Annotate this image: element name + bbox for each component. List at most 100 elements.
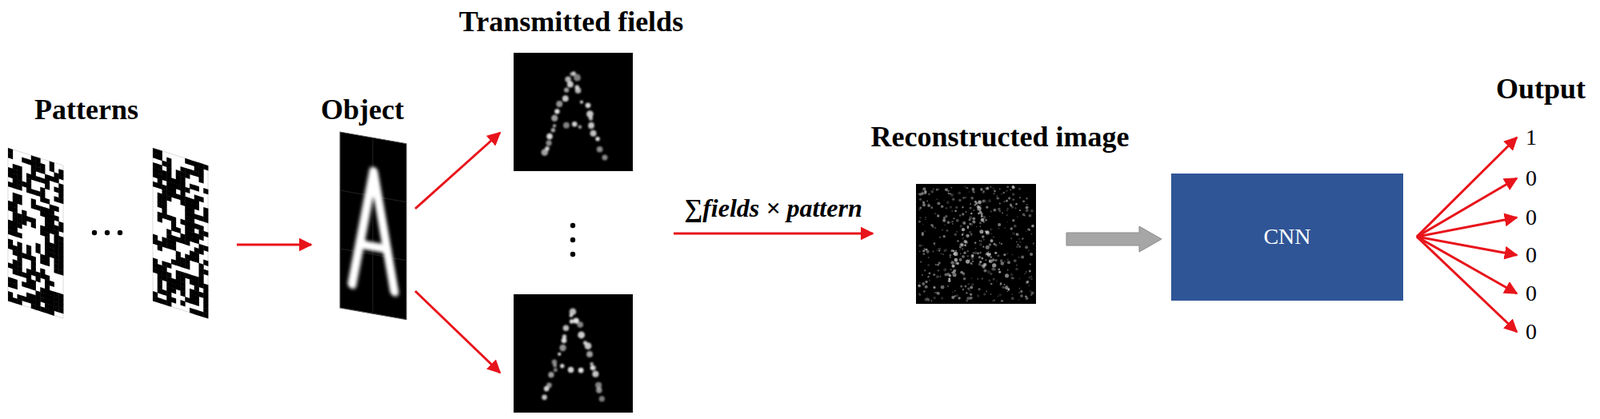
pattern-cell xyxy=(31,222,36,229)
speckle xyxy=(1021,237,1024,240)
speckle xyxy=(564,87,569,92)
speckle xyxy=(1012,185,1015,188)
pattern-cell xyxy=(54,268,60,275)
speckle xyxy=(974,204,976,206)
speckle xyxy=(980,216,983,218)
speckle xyxy=(990,283,993,286)
speckle xyxy=(999,293,1003,297)
speckle xyxy=(1032,242,1035,244)
speckle xyxy=(925,248,928,252)
speckle xyxy=(943,235,946,238)
speckle xyxy=(578,368,584,374)
speckle xyxy=(933,242,936,245)
speckle xyxy=(966,296,970,300)
pattern-cell xyxy=(189,236,195,243)
speckle xyxy=(984,259,987,261)
speckle xyxy=(969,207,972,210)
pattern-cell xyxy=(166,195,172,202)
pattern-cell xyxy=(54,215,60,222)
speckle xyxy=(948,278,951,280)
speckle xyxy=(562,95,569,102)
speckle xyxy=(996,196,999,200)
pattern-cell xyxy=(40,229,45,236)
speckle xyxy=(972,216,976,220)
speckle xyxy=(952,223,954,225)
speckle xyxy=(954,258,959,263)
speckle xyxy=(1007,260,1011,264)
pattern-cell xyxy=(8,296,13,303)
pattern-cell xyxy=(26,216,32,223)
speckle xyxy=(968,191,970,192)
speckle xyxy=(590,130,597,137)
speckle xyxy=(983,268,987,272)
speckle xyxy=(545,140,552,146)
pattern-cell xyxy=(21,252,27,260)
speckle xyxy=(1028,214,1032,218)
pattern-cell xyxy=(21,156,27,164)
speckle xyxy=(997,295,1000,297)
speckle xyxy=(963,240,967,244)
speckle xyxy=(960,244,964,248)
speckle xyxy=(993,243,996,246)
ellipsis-dot xyxy=(92,230,97,236)
speckle xyxy=(961,255,965,259)
speckle xyxy=(1000,243,1004,246)
speckle xyxy=(1003,253,1006,256)
speckle xyxy=(928,272,932,275)
speckle xyxy=(1004,273,1009,278)
speckle xyxy=(958,296,961,300)
speckle xyxy=(999,188,1001,190)
pattern-cell xyxy=(162,160,168,168)
speckle xyxy=(966,187,968,189)
speckle xyxy=(541,394,548,400)
speckle xyxy=(963,252,966,255)
speckle xyxy=(917,284,920,288)
speckle xyxy=(1005,190,1008,193)
speckle xyxy=(972,293,973,295)
speckle xyxy=(950,193,954,197)
pattern-cell xyxy=(194,213,200,220)
pattern-cell xyxy=(184,272,190,280)
pattern-cell xyxy=(49,280,55,288)
field-image xyxy=(513,294,633,413)
speckle xyxy=(552,364,557,368)
speckle xyxy=(969,285,973,289)
speckle xyxy=(1015,268,1019,272)
speckle xyxy=(950,268,952,271)
pattern-cell xyxy=(171,192,176,199)
cnn-box: CNN xyxy=(1171,173,1404,301)
speckle xyxy=(971,254,975,258)
pattern-cell xyxy=(12,230,18,237)
pattern-cell xyxy=(199,292,204,299)
speckle xyxy=(998,228,1000,229)
pattern-cell xyxy=(166,214,172,221)
node-heading: Transmitted fields xyxy=(459,6,684,39)
speckle xyxy=(967,225,970,228)
pattern-cell xyxy=(157,288,163,295)
speckle xyxy=(559,344,566,352)
pattern-cell xyxy=(17,299,23,306)
pattern-cell xyxy=(184,158,190,165)
speckle xyxy=(999,203,1001,205)
speckle xyxy=(953,268,956,272)
speckle xyxy=(1030,276,1032,278)
speckle xyxy=(932,273,936,276)
speckle xyxy=(948,254,952,257)
pattern-cell xyxy=(31,303,36,310)
pattern-cell xyxy=(194,300,200,307)
speckle xyxy=(934,244,936,246)
speckle xyxy=(919,220,922,224)
speckle xyxy=(989,256,992,259)
object-ground xyxy=(340,132,407,320)
speckle xyxy=(980,277,984,280)
speckle xyxy=(992,208,996,212)
speckle xyxy=(970,196,974,200)
pattern-cell xyxy=(31,269,36,276)
speckle xyxy=(997,223,1001,227)
speckle xyxy=(1000,193,1002,195)
speckle xyxy=(1016,264,1018,267)
speckle xyxy=(965,234,969,238)
speckle xyxy=(970,232,973,236)
speckle xyxy=(957,191,961,195)
speckle xyxy=(993,190,996,193)
